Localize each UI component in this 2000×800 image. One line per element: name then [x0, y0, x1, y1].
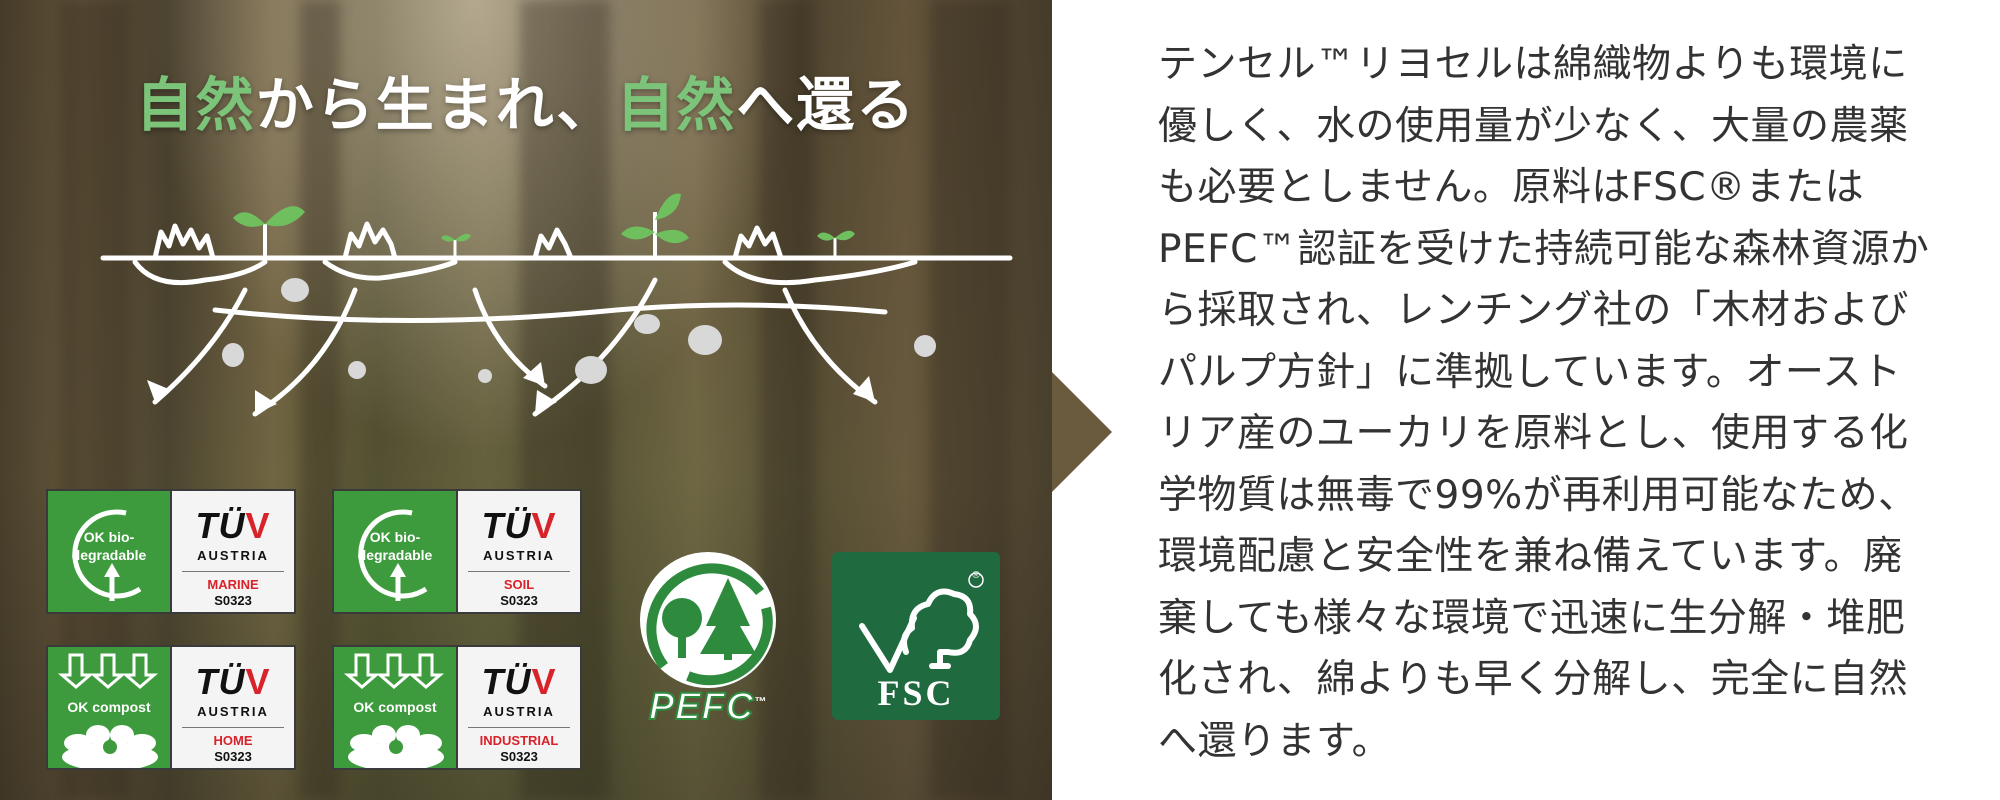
tuv-country: AUSTRIA [197, 548, 269, 563]
fsc-label: FSC [877, 673, 955, 713]
pefc-logo: PEFC™ [628, 548, 788, 729]
headline-accent-2: 自然 [616, 71, 737, 139]
badge-label-line2: degradable [357, 547, 433, 563]
tuv-austria-mark: TÜV AUSTRIA MARINE S0323 [172, 491, 294, 612]
description-line: へ還ります。 [1158, 718, 1392, 764]
badge-label-line2: degradable [71, 547, 147, 563]
ok-compost-icon [57, 653, 159, 768]
badge-label-line1: OK bio- [369, 529, 421, 545]
badge-type: MARINE [207, 577, 259, 592]
fsc-logo: ® FSC [832, 552, 1000, 720]
tuv-badge-home: OK compost TÜV AUSTRIA HOME S0323 [46, 645, 296, 770]
description-line: 優しく、水の使用量が少なく、大量の農薬 [1158, 103, 1909, 149]
headline: 自然から生まれ、自然へ還る [0, 58, 1052, 142]
badge-label-line1: OK compost [67, 699, 151, 715]
tuv-badge-marine: OK bio- degradable TÜV AUSTRIA MARINE S0… [46, 489, 296, 614]
fsc-registered-mark: ® [972, 570, 980, 581]
description-line: も必要としません。原料はFSC®または [1158, 165, 1865, 210]
pefc-trees-icon [640, 552, 776, 688]
panel-pointer-arrow [1052, 372, 1112, 492]
pefc-label: PEFC™ [648, 685, 768, 729]
tuv-badge-soil: OK bio- degradable TÜV AUSTRIA SOIL S032… [332, 489, 582, 614]
tuv-logo: TÜV [481, 505, 557, 546]
description-line: 学物質は無毒で99%が再利用可能なため、 [1158, 472, 1918, 518]
tuv-logo: TÜV [481, 661, 557, 702]
forest-hero-panel: 自然から生まれ、自然へ還る [0, 0, 1052, 800]
badge-type: HOME [213, 733, 253, 748]
description-line: ら採取され、レンチング社の「木材および [1158, 288, 1909, 333]
badge-code: S0323 [500, 593, 538, 608]
badge-type: INDUSTRIAL [479, 733, 559, 748]
tuv-austria-mark: TÜV AUSTRIA INDUSTRIAL S0323 [458, 647, 580, 768]
headline-accent-1: 自然 [135, 71, 256, 139]
description-line: PEFC™認証を受けた持続可能な森林資源か [1158, 226, 1930, 272]
fsc-tree-check-icon [859, 572, 984, 673]
description-line: 環境配慮と安全性を兼ね備えています。廃 [1158, 534, 1903, 579]
description-line: リア産のユーカリを原料とし、使用する化 [1158, 411, 1909, 456]
ok-compost-icon [343, 653, 445, 768]
ok-biodegradable-icon [358, 509, 428, 601]
ok-biodegradable-mark: OK bio- degradable [334, 491, 458, 612]
description-text: テンセル™リヨセルは綿織物よりも環境に 優しく、水の使用量が少なく、大量の農薬 … [1158, 34, 1958, 772]
description-line: パルプ方針」に準拠しています。オースト [1158, 349, 1902, 395]
tuv-country: AUSTRIA [483, 704, 555, 719]
badge-code: S0323 [214, 593, 252, 608]
soil-decomposition-illustration [100, 193, 1013, 417]
description-line: テンセル™リヨセルは綿織物よりも環境に [1158, 42, 1908, 87]
tuv-logo: TÜV [195, 505, 271, 546]
tuv-austria-mark: TÜV AUSTRIA SOIL S0323 [458, 491, 580, 612]
tuv-austria-mark: TÜV AUSTRIA HOME S0323 [172, 647, 294, 768]
ok-compost-mark: OK compost [48, 647, 172, 768]
headline-text-2: へ還る [736, 71, 917, 139]
badge-code: S0323 [500, 749, 538, 764]
badge-code: S0323 [214, 749, 252, 764]
badge-label-line1: OK compost [353, 699, 437, 715]
ok-biodegradable-icon [72, 509, 142, 601]
tuv-country: AUSTRIA [197, 704, 269, 719]
badge-label-line1: OK bio- [83, 529, 135, 545]
tuv-country: AUSTRIA [483, 548, 555, 563]
tuv-logo: TÜV [195, 661, 271, 702]
description-line: 化され、綿よりも早く分解し、完全に自然 [1158, 657, 1909, 702]
ok-compost-mark: OK compost [334, 647, 458, 768]
ok-biodegradable-mark: OK bio- degradable [48, 491, 172, 612]
description-line: 棄しても様々な環境で迅速に生分解・堆肥 [1158, 595, 1906, 641]
headline-text-1: から生まれ、 [255, 71, 617, 139]
tuv-badge-industrial: OK compost TÜV AUSTRIA INDUSTRIAL S0323 [332, 645, 582, 770]
badge-type: SOIL [503, 577, 535, 592]
